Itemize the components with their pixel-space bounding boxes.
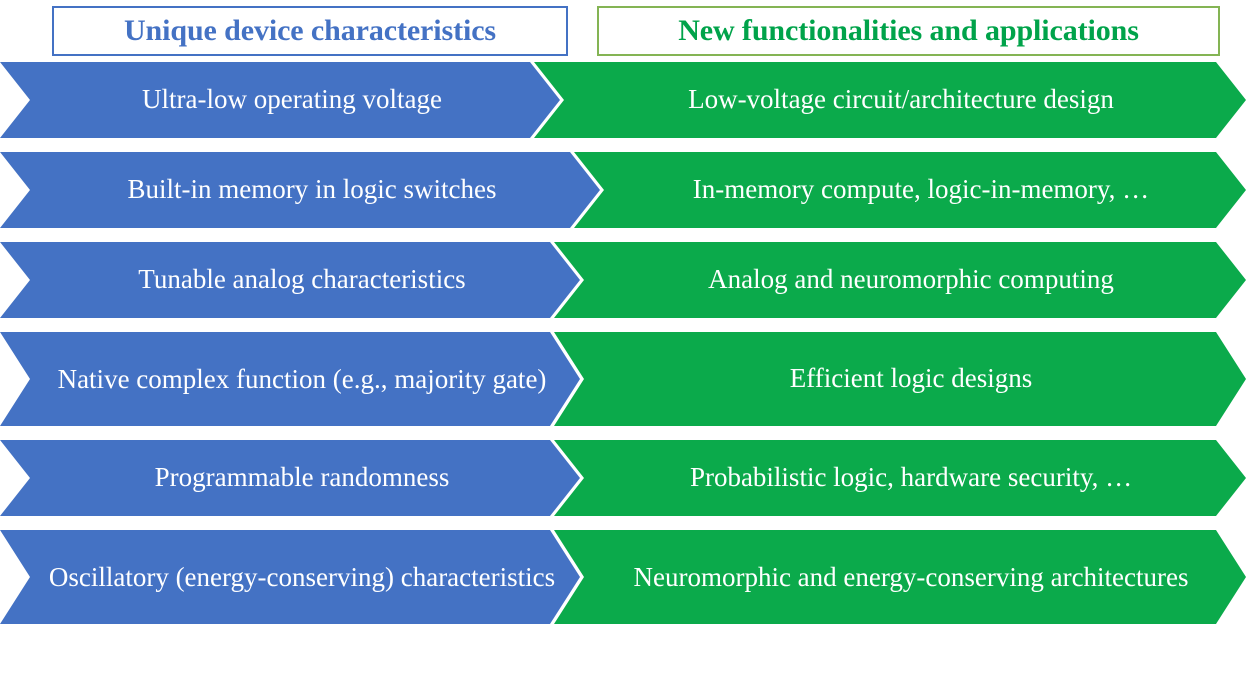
chevron-left-label: Native complex function (e.g., majority … (57, 363, 547, 394)
chevron-right-label: Analog and neuromorphic computing (708, 264, 1114, 295)
chevron-right-label: Probabilistic logic, hardware security, … (689, 462, 1133, 493)
header-label-left: Unique device characteristics (123, 14, 496, 47)
chevron-left-2[interactable]: Built-in memory in logic switches (0, 152, 600, 228)
chevron-row: Analog and neuromorphic computing Tunable… (0, 242, 1250, 318)
chevron-left-1[interactable]: Ultra-low operating voltage (0, 62, 560, 138)
chevron-right-label: Efficient logic designs (789, 363, 1033, 394)
chevron-left-label: Oscillatory (energy-conserving) characte… (48, 561, 556, 592)
chevron-right-6[interactable]: Neuromorphic and energy-conserving archi… (554, 530, 1246, 624)
chevron-left-label: Tunable analog characteristics (138, 264, 466, 295)
chevron-left-5[interactable]: Programmable randomness (0, 440, 580, 516)
chevron-row: Probabilistic logic, hardware security, … (0, 440, 1250, 516)
header-box-new-functionalities-and-applications: New functionalities and applications (597, 6, 1220, 56)
chevron-right-5[interactable]: Probabilistic logic, hardware security, … (554, 440, 1246, 516)
header-box-unique-device-characteristics: Unique device characteristics (52, 6, 568, 56)
chevron-right-label: In-memory compute, logic-in-memory, … (692, 174, 1150, 205)
chevron-right-2[interactable]: In-memory compute, logic-in-memory, … (574, 152, 1246, 228)
chevron-rows: Low-voltage circuit/architecture design U… (0, 62, 1250, 638)
chevron-left-label: Ultra-low operating voltage (142, 84, 442, 115)
chevron-row: In-memory compute, logic-in-memory, … Bui… (0, 152, 1250, 228)
chevron-right-label: Low-voltage circuit/architecture design (688, 84, 1114, 115)
chevron-right-3[interactable]: Analog and neuromorphic computing (554, 242, 1246, 318)
chevron-left-4[interactable]: Native complex function (e.g., majority … (0, 332, 580, 426)
chevron-right-1[interactable]: Low-voltage circuit/architecture design (534, 62, 1246, 138)
chevron-left-label: Programmable randomness (154, 462, 450, 493)
chevron-row: Efficient logic designs Native complex fu… (0, 332, 1250, 426)
chevron-row: Neuromorphic and energy-conserving archi… (0, 530, 1250, 624)
chevron-row: Low-voltage circuit/architecture design U… (0, 62, 1250, 138)
chevron-left-3[interactable]: Tunable analog characteristics (0, 242, 580, 318)
chevron-left-6[interactable]: Oscillatory (energy-conserving) characte… (0, 530, 580, 624)
header-label-right: New functionalities and applications (678, 14, 1139, 47)
chevron-left-label: Built-in memory in logic switches (127, 174, 497, 205)
headers-row: Unique device characteristics New functi… (0, 0, 1250, 62)
chevron-right-4[interactable]: Efficient logic designs (554, 332, 1246, 426)
chevron-right-label: Neuromorphic and energy-conserving archi… (633, 561, 1189, 592)
